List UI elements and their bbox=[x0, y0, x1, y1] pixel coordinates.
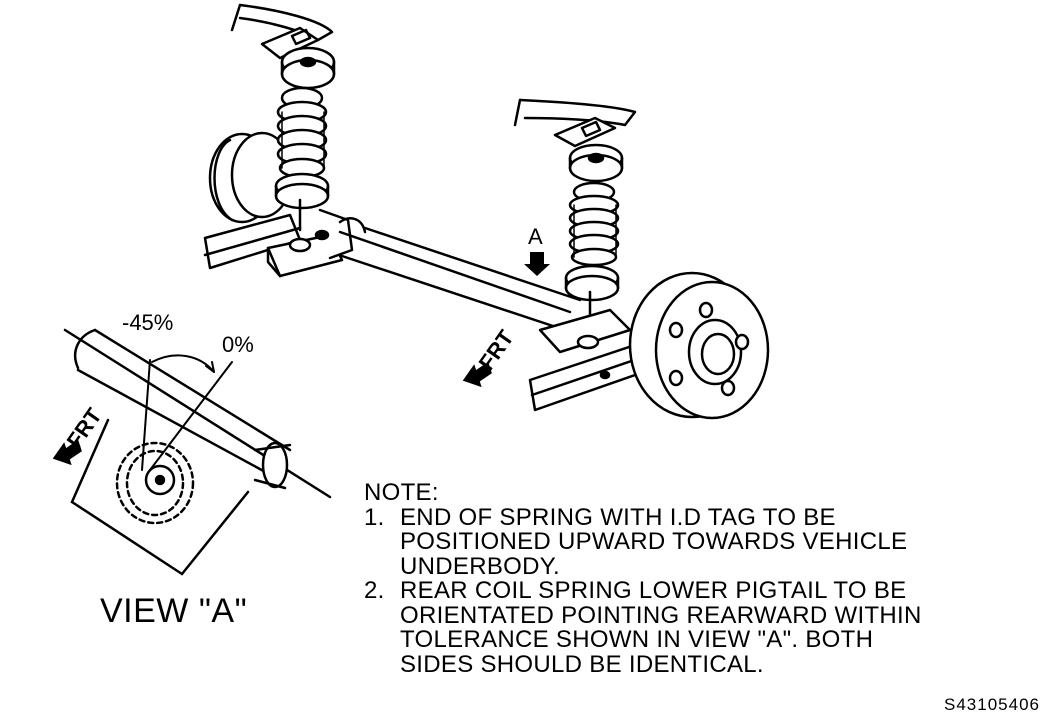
view-a-arrow-label: A bbox=[528, 224, 543, 249]
view-a-label: VIEW "A" bbox=[100, 592, 248, 630]
left-upper-spring-seat bbox=[280, 46, 336, 90]
note-item-text: REAR COIL SPRING LOWER PIGTAIL TO BE ORI… bbox=[400, 577, 922, 678]
angle-label-zero: 0% bbox=[222, 332, 254, 357]
note-item: 1. END OF SPRING WITH I.D TAG TO BE POSI… bbox=[364, 503, 1024, 580]
view-a-detail bbox=[63, 328, 332, 576]
right-lower-spring-seat bbox=[564, 264, 620, 332]
note-title: NOTE: bbox=[364, 479, 439, 506]
left-underbody bbox=[230, 3, 334, 60]
right-underbody bbox=[513, 98, 637, 148]
right-upper-spring-seat bbox=[568, 143, 624, 183]
view-a-arrow bbox=[524, 252, 550, 276]
left-brake-drum bbox=[208, 131, 294, 224]
left-coil-spring bbox=[276, 86, 328, 179]
note-item: 2. REAR COIL SPRING LOWER PIGTAIL TO BE … bbox=[364, 577, 1024, 678]
right-brake-drum bbox=[628, 271, 770, 420]
note-block: NOTE: 1. END OF SPRING WITH I.D TAG TO B… bbox=[364, 479, 1024, 678]
note-item-number: 1. bbox=[364, 503, 385, 531]
note-item-text: END OF SPRING WITH I.D TAG TO BE POSITIO… bbox=[400, 503, 908, 580]
left-lower-spring-seat bbox=[274, 172, 330, 232]
front-label-view: FRT bbox=[62, 403, 107, 453]
note-item-number: 2. bbox=[364, 577, 385, 604]
front-arrow-main bbox=[462, 361, 492, 388]
rear-axle-beam bbox=[338, 226, 582, 332]
front-arrow-view bbox=[52, 439, 82, 466]
angle-label-minus-45: -45% bbox=[122, 310, 173, 335]
right-frame-rail bbox=[528, 308, 657, 412]
right-coil-spring bbox=[568, 181, 620, 267]
figure-code: S43105406 bbox=[944, 695, 1040, 714]
